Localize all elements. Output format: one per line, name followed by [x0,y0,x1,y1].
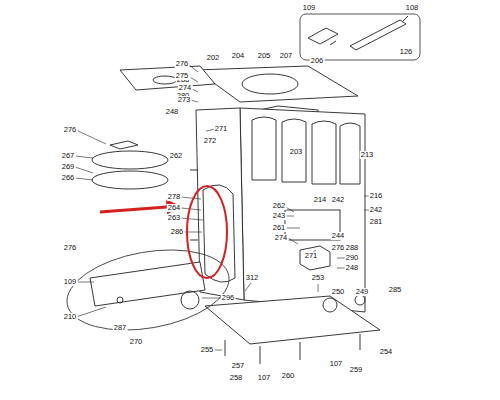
top-opening [242,74,298,94]
callout-number: 288 [345,244,360,252]
callout-number: 242 [369,206,384,214]
callout-number: 257 [231,362,246,370]
callout-number: 263 [167,214,182,222]
inset-frame [300,14,420,60]
callout-number: 276 [63,126,78,134]
callout-number: 210 [63,313,78,321]
callout-number: 267 [61,152,76,160]
leader-lines [75,64,370,350]
switch [117,297,123,303]
callout-number: 109 [63,278,78,286]
callout-number: 276 [63,244,78,252]
control-panel [90,262,205,306]
callout-number: 202 [206,54,221,62]
front-frame [196,108,244,300]
callout-number: 266 [61,174,76,182]
callout-number: 271 [304,252,319,260]
callout-number: 242 [331,196,346,204]
callout-number: 274 [274,234,289,242]
callout-number: 126 [399,48,414,56]
gasket-ring [92,151,168,169]
knob [181,291,199,309]
inset-frame [61,238,236,341]
callout-number: 272 [203,137,218,145]
callout-number: 285 [388,286,403,294]
lid-knob [153,76,177,84]
callout-number: 262 [272,202,287,210]
illustration [61,14,420,364]
callout-number: 213 [360,151,375,159]
callout-number: 276 [331,244,346,252]
callout-number: 254 [379,348,394,356]
callout-number: 243 [272,212,287,220]
callout-number: 107 [257,374,272,382]
callout-number: 290 [345,254,360,262]
callout-number: 312 [245,274,260,282]
side-panel [240,108,365,312]
callout-number: 273 [177,96,192,104]
callout-number: 286 [170,228,185,236]
callout-number: 260 [281,372,296,380]
clamp [110,141,138,149]
callout-number: 253 [311,274,326,282]
callout-number: 278 [167,193,182,201]
side-panel-openings [252,117,360,184]
callout-number: 107 [329,360,344,368]
callout-number: 205 [257,52,272,60]
callout-number: 207 [279,52,294,60]
valve [355,295,365,305]
callout-number: 270 [129,338,144,346]
callout-number: 204 [231,52,246,60]
callout-number: 259 [349,366,364,374]
callout-number: 216 [369,192,384,200]
callout-number: 244 [331,232,346,240]
callout-number: 214 [313,196,328,204]
callout-number: 108 [405,4,420,12]
callout-number: 261 [272,224,287,232]
lid [120,66,215,90]
callout-number: 250 [331,288,346,296]
callout-number: 287 [113,324,128,332]
callout-number: 271 [214,125,229,133]
callout-number: 275 [175,72,190,80]
callout-number: 274 [178,84,193,92]
callout-number: 296 [221,294,236,302]
callout-number: 255 [200,346,215,354]
callout-number: 269 [61,163,76,171]
callout-number: 248 [165,108,180,116]
callout-number: 281 [369,218,384,226]
pump [323,298,337,312]
callout-number: 249 [355,288,370,296]
callout-number: 206 [310,57,325,65]
callout-number: 276 [175,60,190,68]
motor-control [300,246,330,270]
top-panel [196,66,358,102]
callout-number: 264 [167,204,182,212]
highlight-ellipse [187,186,227,278]
gasket-ring [92,171,168,189]
base [205,296,380,344]
callout-number: 248 [345,264,360,272]
callout-number: 109 [302,4,317,12]
callout-number: 262 [169,152,184,160]
callout-number: 258 [229,374,244,382]
hinge-parts [308,16,408,50]
callout-number: 203 [289,148,304,156]
